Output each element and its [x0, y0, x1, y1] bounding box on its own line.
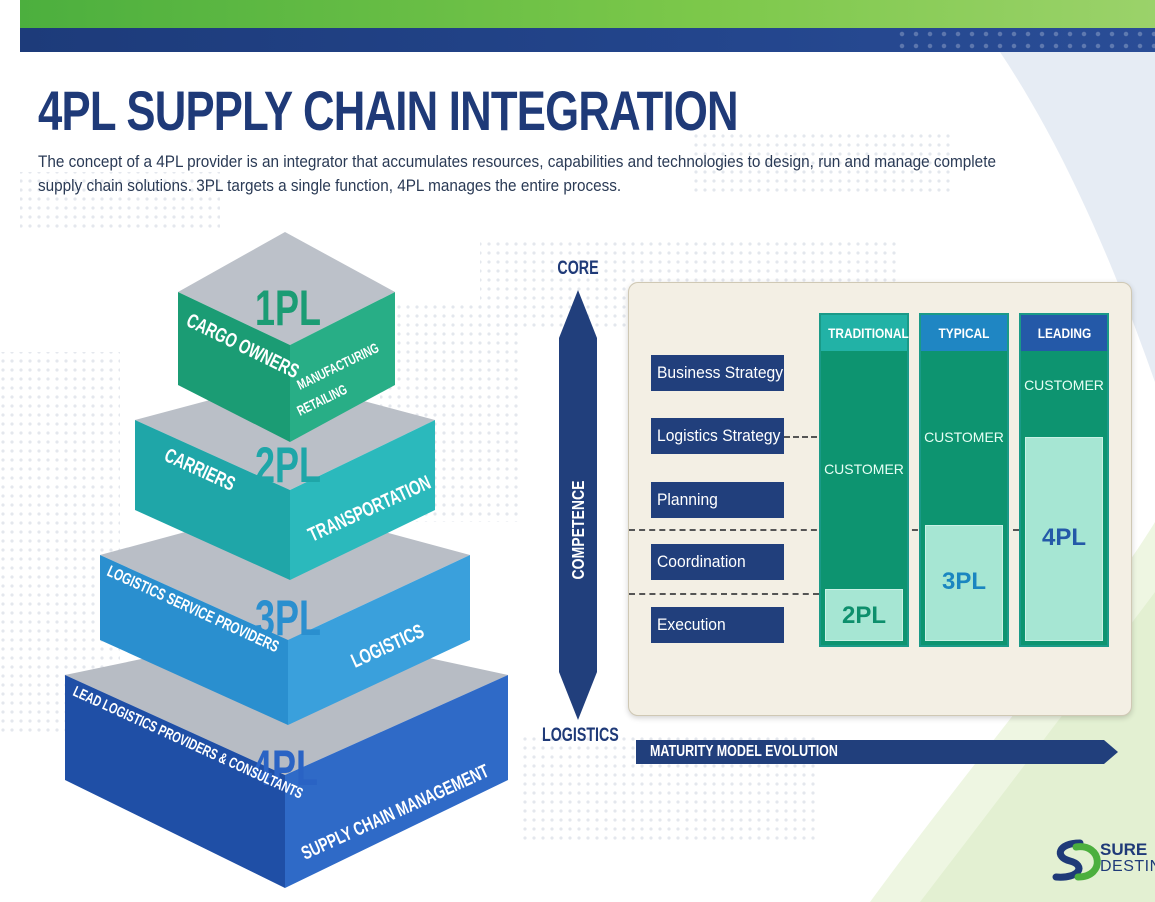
tier-1pl: 1PL CARGO OWNERS MANUFACTURING RETAILING	[178, 232, 395, 442]
tier-4pl-left-face	[65, 675, 285, 888]
column-typical-provider: 3PL	[925, 525, 1003, 641]
level-planning: Planning	[651, 482, 784, 518]
tier-1pl-right-face	[290, 292, 395, 442]
level-execution: Execution	[651, 607, 784, 643]
column-leading-customer: CUSTOMER	[1024, 377, 1104, 393]
tier-1pl-top	[178, 232, 395, 345]
page-title: 4PL SUPPLY CHAIN INTEGRATION	[38, 79, 739, 142]
level-logistics-strategy: Logistics Strategy	[651, 418, 784, 454]
column-typical: TYPICAL CUSTOMER 3PL	[919, 313, 1009, 647]
level-coordination: Coordination	[651, 544, 784, 580]
maturity-panel: Business Strategy Logistics Strategy Pla…	[628, 282, 1132, 716]
axis-logistics-label: LOGISTICS	[542, 725, 619, 746]
tier-2pl-left-face	[135, 420, 290, 580]
maturity-evolution-arrow	[636, 740, 1118, 764]
top-blue-band	[20, 28, 1155, 52]
tier-3pl-level: 3PL	[255, 591, 321, 646]
axis-competence-label: COMPETENCE	[568, 480, 588, 579]
column-traditional-provider: 2PL	[825, 589, 903, 641]
column-traditional: TRADITIONAL CUSTOMER 2PL	[819, 313, 909, 647]
tier-3pl-left-face	[100, 555, 288, 725]
page-description: The concept of a 4PL provider is an inte…	[38, 152, 996, 195]
top-green-band	[20, 0, 1155, 30]
tier-4pl-right-face	[285, 675, 508, 888]
column-leading: LEADING CUSTOMER 4PL	[1019, 313, 1109, 647]
divider-dash-coordination-execution	[629, 593, 819, 595]
column-typical-customer: CUSTOMER	[924, 429, 1004, 445]
column-typical-header: TYPICAL	[921, 315, 1007, 351]
tier-1pl-left-face	[178, 292, 290, 442]
tier-3pl: 3PL LOGISTICS SERVICE PROVIDERS LOGISTIC…	[100, 505, 470, 725]
logo-text-sure: SURE	[1100, 840, 1148, 859]
column-leading-provider: 4PL	[1025, 437, 1103, 641]
sure-destiny-logo	[1052, 839, 1101, 881]
logo-text-destiny: DESTINY	[1100, 858, 1155, 875]
tier-1pl-level: 1PL	[255, 281, 321, 336]
divider-dash-logistics-strategy	[784, 436, 817, 438]
tier-3pl-right-face	[288, 555, 470, 725]
tier-2pl-right-face	[290, 420, 435, 580]
competence-axis-arrow: COMPETENCE	[559, 290, 597, 720]
tier-4pl-level: 4PL	[252, 741, 318, 796]
column-traditional-header: TRADITIONAL	[821, 315, 909, 351]
maturity-evolution-label: MATURITY MODEL EVOLUTION	[650, 743, 838, 760]
top-band-dot-pattern	[895, 28, 1155, 52]
tier-2pl-level: 2PL	[255, 438, 321, 493]
column-leading-header: LEADING	[1021, 315, 1107, 351]
column-traditional-customer: CUSTOMER	[824, 461, 904, 477]
axis-core-label: CORE	[557, 258, 599, 279]
pl-pyramid: 4PL LEAD LOGISTICS PROVIDERS & CONSULTAN…	[65, 232, 508, 888]
level-business-strategy: Business Strategy	[651, 355, 784, 391]
